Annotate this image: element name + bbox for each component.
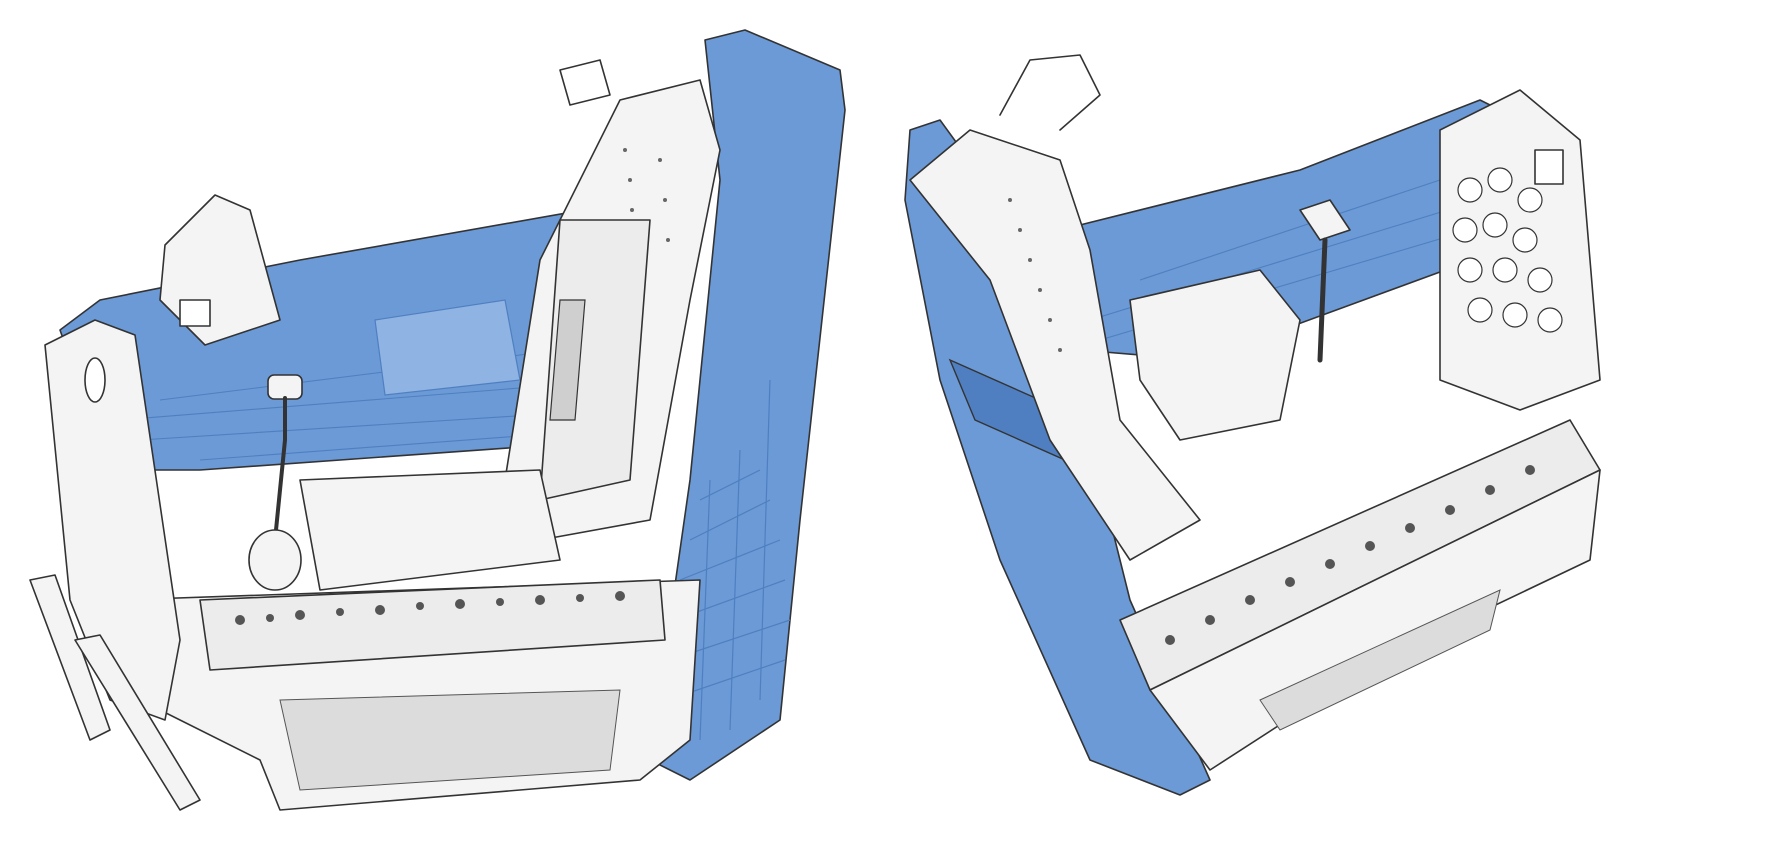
side-console: [199, 579, 666, 671]
bulkhead-cutout: [84, 357, 106, 403]
seat-rivets: [1008, 198, 1062, 352]
rear-bulkhead-quilt-pattern: [667, 379, 791, 741]
front-bulkhead: [44, 319, 181, 721]
ejection-seat: [909, 54, 1201, 561]
tub-floor-shade: [279, 689, 621, 791]
seat-cushion: [1129, 269, 1301, 441]
instrument-screen: [179, 299, 211, 327]
control-stick: [1299, 199, 1351, 363]
seat-rivets: [623, 148, 670, 242]
cockpit-tub-left-illustration: [29, 29, 846, 811]
cockpit-tub-right-illustration: [904, 54, 1601, 796]
side-console-pad: [374, 299, 521, 396]
ejection-seat: [299, 59, 721, 591]
console-switches: [1165, 465, 1535, 645]
cockpit-tub-left-view: [0, 0, 870, 863]
instrument-screen: [1534, 149, 1564, 185]
seat-handle: [999, 54, 1101, 131]
harness-strap: [549, 299, 586, 421]
rudder-pedals: [29, 574, 201, 811]
control-stick: [248, 374, 303, 591]
instrument-gauges: [1452, 167, 1563, 333]
side-wall-quilt: [119, 339, 641, 461]
seat-handle: [559, 59, 611, 106]
cockpit-tub-right-view: [880, 0, 1771, 863]
console-switches: [235, 591, 625, 625]
tub-floor-shade: [1259, 589, 1501, 731]
